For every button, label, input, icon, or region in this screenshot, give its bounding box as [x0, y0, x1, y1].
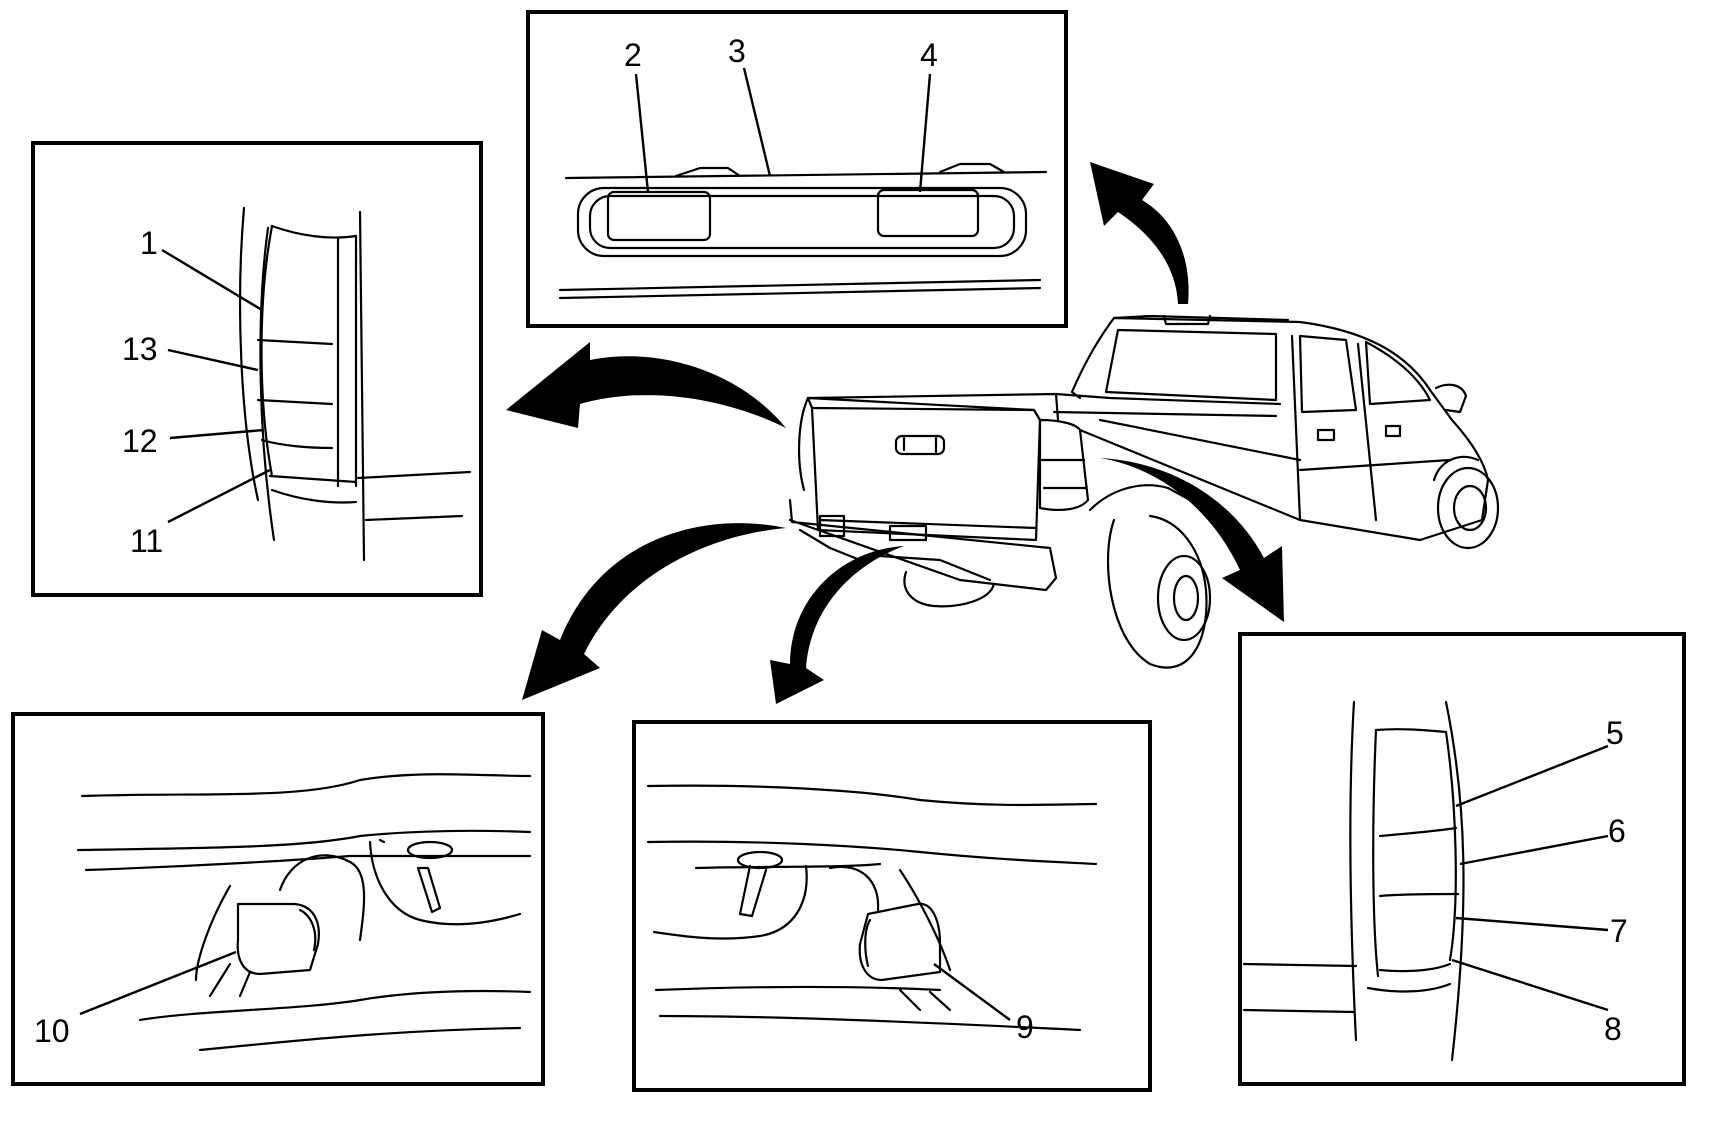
right-tail-lamp-on-truck	[1038, 418, 1090, 511]
tailgate	[806, 396, 1042, 542]
arrow-to-license-lamp-right-panel	[770, 546, 904, 704]
callout-3: 3	[728, 33, 746, 69]
tailgate-handle	[894, 434, 946, 456]
callout-8: 8	[1604, 1011, 1622, 1047]
arrow-to-right-tail-lamp-panel	[1100, 458, 1284, 622]
trailer-hitch	[818, 514, 846, 538]
callout-11: 11	[130, 523, 163, 559]
panel-left-tail-lamp: 1 13 12 11	[31, 141, 483, 597]
callout-2: 2	[624, 37, 642, 73]
arrow-to-license-lamp-left-panel	[522, 523, 786, 700]
panel-right-tail-lamp: 5 6 7 8	[1238, 632, 1686, 1086]
arrows	[506, 162, 1284, 704]
callout-5: 5	[1606, 715, 1624, 751]
callout-7: 7	[1610, 913, 1628, 949]
callout-10: 10	[34, 1013, 70, 1049]
panel-chmsl: 2 3 4	[526, 10, 1068, 328]
pickup-truck-illustration	[788, 314, 1500, 669]
license-lamp-right	[858, 902, 942, 982]
callout-1: 1	[140, 225, 158, 261]
panel-license-lamp-left: 10	[11, 712, 545, 1086]
arrow-to-left-tail-lamp-panel	[506, 342, 786, 428]
callout-9: 9	[1016, 1009, 1034, 1045]
arrow-to-chmsl-panel	[1090, 162, 1189, 304]
callout-12: 12	[122, 423, 158, 459]
chmsl-on-truck	[1162, 314, 1212, 326]
callout-13: 13	[122, 331, 158, 367]
license-plate-area	[888, 524, 928, 542]
license-lamp-left	[236, 902, 320, 976]
callout-4: 4	[920, 37, 938, 73]
chmsl-lamp-right	[876, 188, 980, 238]
panel-license-lamp-right: 9	[632, 720, 1152, 1092]
callout-6: 6	[1608, 813, 1626, 849]
chmsl-lamp-left	[606, 190, 712, 242]
